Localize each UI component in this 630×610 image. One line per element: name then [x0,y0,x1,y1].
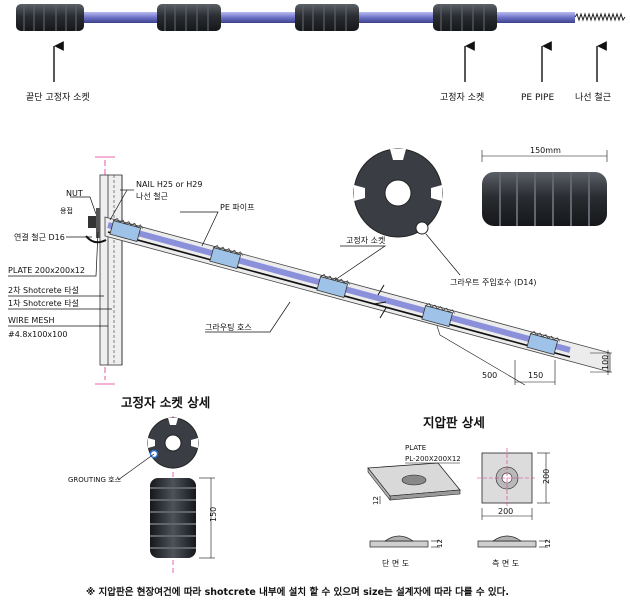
plate-detail: 지압판 상세 PLATE PL-200X200X12 12 200 200 [367,415,552,568]
label-wire-mesh: WIRE MESH [8,316,54,325]
socket-detail-title: 고정자 소켓 상세 [121,395,210,410]
label-end-socket: 끝단 고정자 소켓 [26,92,90,103]
dim-socket-150: 150 [209,507,218,522]
dim-plate-12c: 12 [544,539,552,548]
dim-100: 100 [601,355,610,370]
section-socket-2 [209,245,243,269]
label-wire-mesh-size: #4.8x100x100 [8,330,67,339]
dim-150: 150 [528,371,543,380]
label-top-rebar: 나선 철근 [575,92,611,103]
dim-500: 500 [482,371,497,380]
section-view: NUT NAIL H25 or H29 나선 철근 용접 연결 철근 D16 P… [8,146,612,386]
plate-top-view [477,448,537,508]
shotcrete-wall [99,174,123,366]
detail-socket-body [150,478,196,558]
top-socket-2 [157,4,221,31]
socket-ring-icon [353,148,443,238]
label-top-pe-pipe: PE PIPE [521,93,554,103]
section-socket-5 [526,331,560,355]
label-connect-rebar: 연결 철근 D16 [14,232,65,242]
top-assembly: 끝단 고정자 소켓 고정자 소켓 PE PIPE 나선 철근 [16,4,626,103]
dim-plate-200h: 200 [542,469,551,484]
label-top-socket: 고정자 소켓 [440,92,484,103]
plate-side-section [477,535,537,548]
section-socket-3 [316,274,350,298]
plate-iso-view [367,462,461,501]
top-socket-3 [295,4,359,31]
label-plate-spec: PL-200X200X12 [405,455,461,463]
top-socket-1 [16,4,84,31]
label-nail: NAIL H25 or H29 [136,180,202,189]
socket-side-view [482,172,607,226]
label-grout-inject: 그라우트 주입호수 (D14) [450,278,537,287]
label-grouting-hose: GROUTING 호스 [68,476,122,484]
dim-plate-12a: 12 [372,496,380,505]
label-grout-hose: 그라우팅 호스 [205,322,252,332]
label-plate-name: PLATE [405,444,426,452]
dim-plate-12b: 12 [436,539,444,548]
dim-plate-200w: 200 [498,507,513,516]
top-socket-4 [433,4,497,31]
footnote: ※ 지압판은 현장여건에 따라 shotcrete 내부에 설치 할 수 있으며… [86,586,509,598]
label-shotcrete1: 1차 Shotcrete 타설 [8,298,79,308]
section-socket-4 [421,303,455,327]
dim-150mm: 150mm [530,146,561,155]
plate-icon [96,208,100,238]
label-pe-pipe: PE 파이프 [220,202,255,212]
plate-front-section [369,535,429,548]
label-front-view: 단 면 도 [382,558,409,568]
label-section-socket: 고정자 소켓 [346,235,385,245]
detail-socket-ring-icon [147,417,199,469]
nut-icon [88,216,96,228]
label-plate: PLATE 200x200x12 [8,266,85,275]
label-side-view: 측 면 도 [492,558,519,568]
label-shotcrete2: 2차 Shotcrete 타설 [8,285,79,295]
socket-detail: 고정자 소켓 상세 GROUTING 호스 150 [68,395,218,575]
label-weld: 용접 [60,207,73,215]
top-spiral-rebar [574,12,626,22]
section-socket-1 [109,218,143,242]
label-nail-rebar: 나선 철근 [136,191,168,201]
plate-detail-title: 지압판 상세 [423,415,485,430]
label-nut: NUT [66,189,83,198]
